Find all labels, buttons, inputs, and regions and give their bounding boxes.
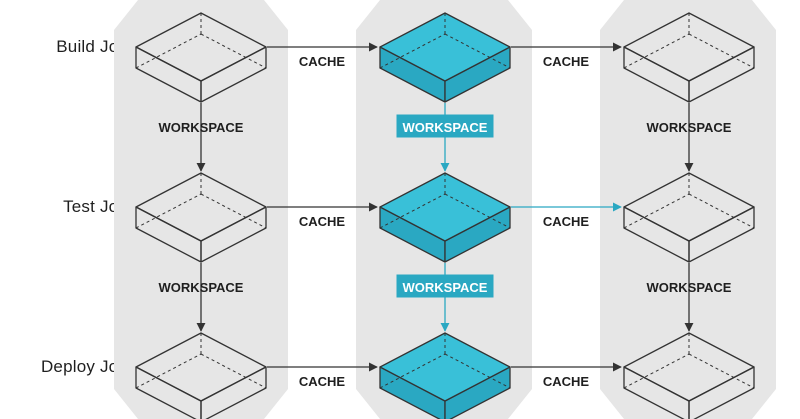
box-col2-test xyxy=(379,172,511,263)
storage-boxes xyxy=(135,12,755,419)
cache-label-test-2: CACHE xyxy=(543,214,590,229)
cache-label-deploy-2: CACHE xyxy=(543,374,590,389)
workspace-label-col3-2: WORKSPACE xyxy=(647,280,732,295)
box-col2-deploy xyxy=(379,332,511,419)
row-label-test-job: Test Job xyxy=(63,197,128,216)
row-label-build-job: Build Job xyxy=(56,37,128,56)
column-1-background xyxy=(114,0,288,419)
box-col1-build xyxy=(135,12,267,103)
cache-label-build-2: CACHE xyxy=(543,54,590,69)
box-col1-deploy xyxy=(135,332,267,419)
column-backgrounds xyxy=(114,0,776,419)
workspace-label-col2-1: WORKSPACE xyxy=(403,120,488,135)
cache-label-deploy-1: CACHE xyxy=(299,374,346,389)
row-label-deploy-job: Deploy Job xyxy=(40,357,128,376)
box-col3-test xyxy=(623,172,755,263)
workspace-label-col2-2: WORKSPACE xyxy=(403,280,488,295)
connector-labels: CACHE CACHE CACHE CACHE CACHE CACHE WORKSPACE W… xyxy=(159,54,732,389)
workspace-label-col1-1: WORKSPACE xyxy=(159,120,244,135)
cache-label-build-1: CACHE xyxy=(299,54,346,69)
column-3-background xyxy=(600,0,776,419)
connectors xyxy=(196,42,694,372)
workspace-label-col3-1: WORKSPACE xyxy=(647,120,732,135)
box-col1-test xyxy=(135,172,267,263)
workspace-label-col2-2-badge xyxy=(396,274,494,298)
box-col2-build xyxy=(379,12,511,103)
box-col3-build xyxy=(623,12,755,103)
box-col3-deploy xyxy=(623,332,755,419)
workspace-label-col2-1-badge xyxy=(396,114,494,138)
cache-label-test-1: CACHE xyxy=(299,214,346,229)
workspace-label-col1-2: WORKSPACE xyxy=(159,280,244,295)
